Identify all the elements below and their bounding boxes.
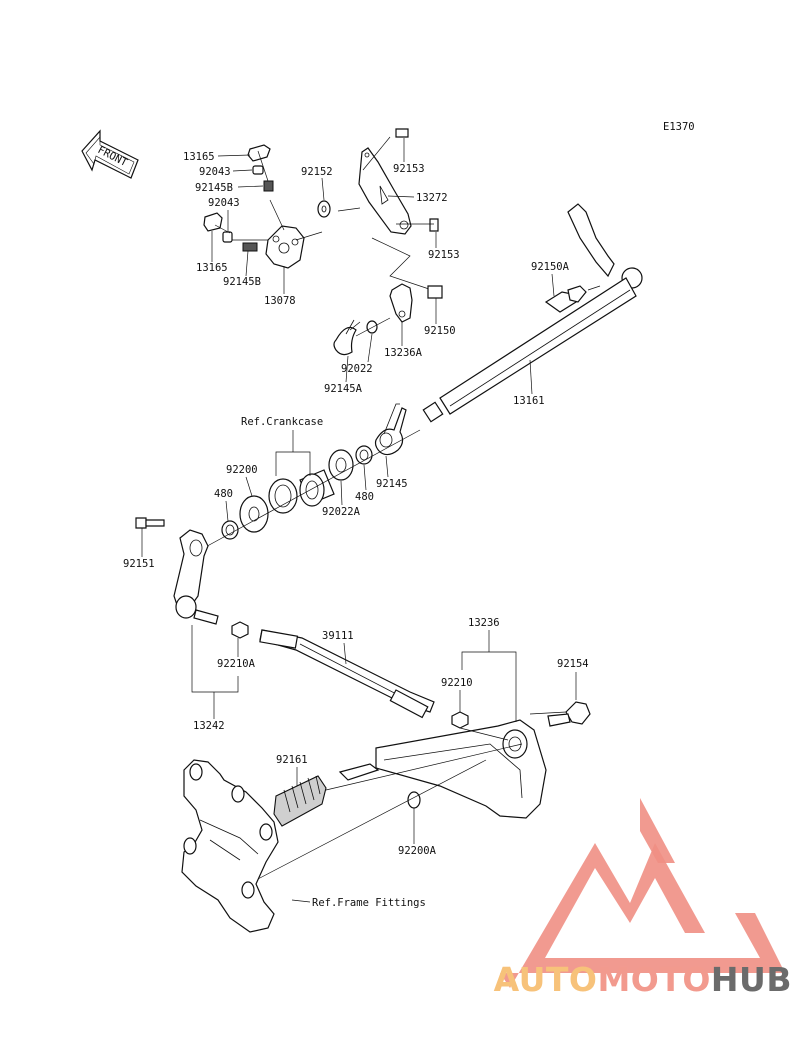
diagram-code: E1370	[663, 121, 695, 133]
part-label: 480	[355, 491, 374, 503]
part-label: 92145B	[223, 276, 261, 288]
part-label: 92154	[557, 658, 589, 670]
part-label: 92145	[376, 478, 408, 490]
shift-cam-assembly	[203, 128, 439, 269]
frame-bracket	[181, 759, 311, 933]
part-label: 92043	[199, 166, 231, 178]
return-spring	[374, 403, 407, 456]
part-label: 13272	[416, 192, 448, 204]
seal-bearing-group	[199, 429, 421, 551]
part-label: 92145B	[195, 182, 233, 194]
brand-part-moto: MOTO	[597, 960, 711, 999]
part-label: 92152	[301, 166, 333, 178]
part-label: 13165	[196, 262, 228, 274]
part-label: 92151	[123, 558, 155, 570]
part-label: 13161	[513, 395, 545, 407]
part-label: 92200	[226, 464, 258, 476]
shift-pedal-assembly	[255, 651, 591, 881]
part-labels: 13165 92043 92145B 92043 13165 92145B 13…	[123, 138, 589, 909]
part-label: 13236A	[384, 347, 423, 359]
part-label: 92153	[428, 249, 460, 261]
part-label: 39111	[322, 630, 354, 642]
part-label: 13236	[468, 617, 500, 629]
ref-crankcase-label: Ref.Crankcase	[241, 416, 323, 428]
brand-part-hub: HUB	[710, 960, 792, 999]
brand-part-auto: AUTO	[493, 960, 598, 999]
part-label: 13165	[183, 151, 215, 163]
part-label: 480	[214, 488, 233, 500]
part-label: 92022A	[322, 506, 361, 518]
tie-rod	[259, 629, 435, 719]
part-label: 92153	[393, 163, 425, 175]
part-label: 92150	[424, 325, 456, 337]
stopper-arm-assembly	[333, 237, 443, 356]
shift-lever-assembly	[135, 517, 249, 693]
part-label: 13242	[193, 720, 225, 732]
part-label: 92043	[208, 197, 240, 209]
part-label: 92200A	[398, 845, 437, 857]
part-label: 92210	[441, 677, 473, 689]
part-label: 92145A	[324, 383, 363, 395]
part-label: 13078	[264, 295, 296, 307]
brand-watermark: AUTOMOTOHUB	[494, 960, 792, 999]
part-label: 92022	[341, 363, 373, 375]
shift-shaft	[422, 203, 643, 423]
part-label: 92161	[276, 754, 308, 766]
part-label: 92210A	[217, 658, 256, 670]
automotohub-logo-icon	[500, 798, 785, 988]
ref-frame-fittings-label: Ref.Frame Fittings	[312, 897, 426, 909]
front-arrow-icon: FRONT	[81, 129, 139, 179]
part-label: 92150A	[531, 261, 570, 273]
